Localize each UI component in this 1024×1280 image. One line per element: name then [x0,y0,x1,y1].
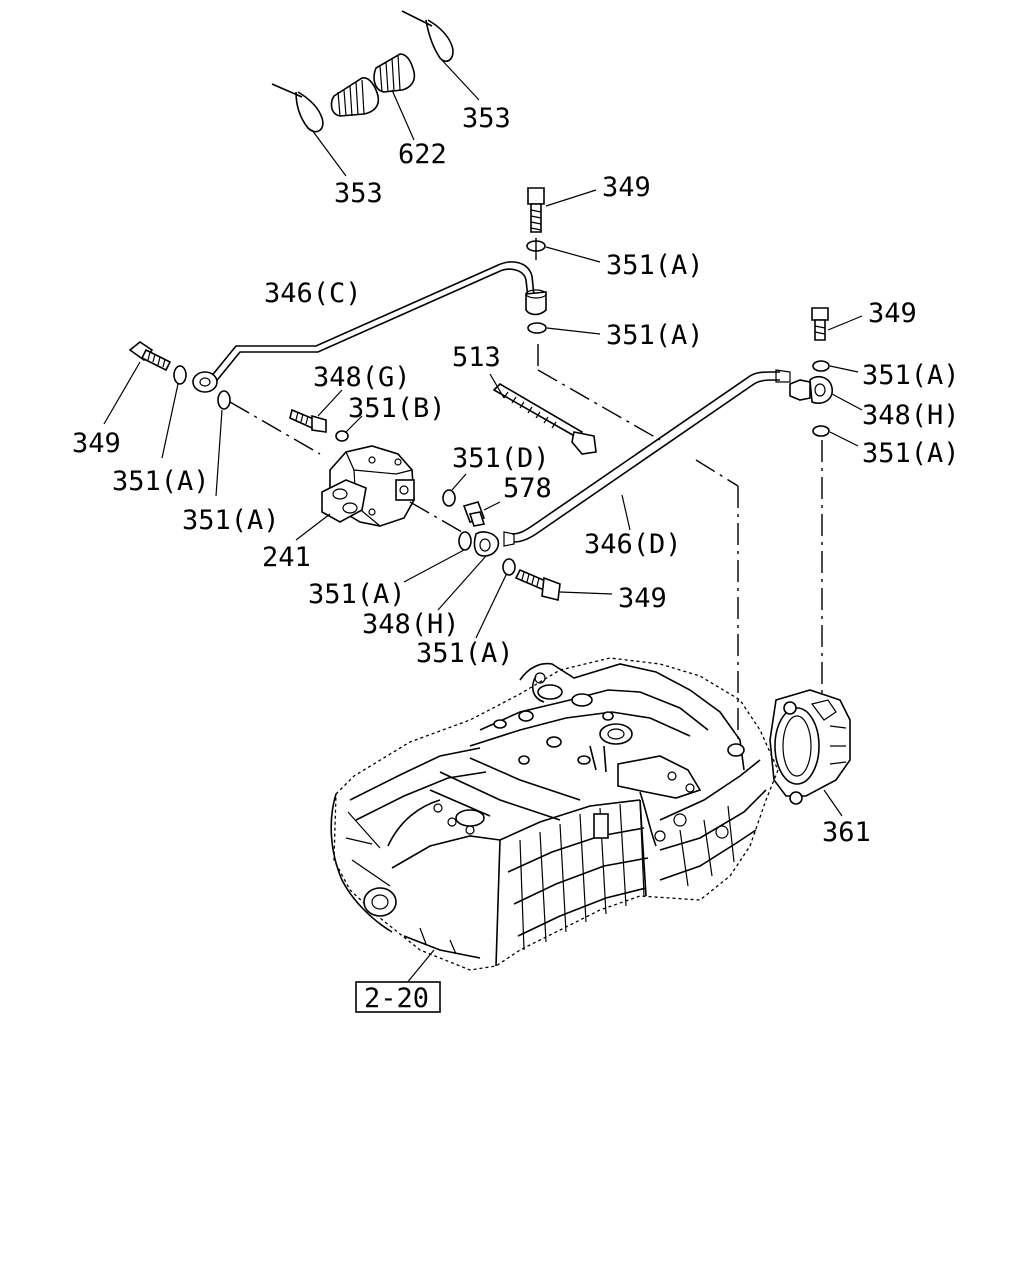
washer-351a-right2 [812,425,859,447]
callout-351a-4: 351(A) [862,438,960,469]
callout-353-top: 353 [462,103,511,134]
washer-351a-left1 [161,365,187,459]
callout-348h-right: 348(H) [862,400,960,431]
reference-box[interactable]: 2-20 [355,981,441,1014]
reference-box-label: 2-20 [364,983,429,1014]
callout-346c: 346(C) [264,278,362,309]
callout-351a-3: 351(A) [862,360,960,391]
callout-351a-2: 351(A) [606,320,704,351]
flange-361 [769,689,851,817]
washer-351a-left2 [215,390,231,497]
callout-353-left: 353 [334,178,383,209]
pipe-346c [192,261,547,393]
callout-241: 241 [262,542,311,573]
washer-351a-lower1 [403,531,472,583]
callout-349-bottom: 349 [618,583,667,614]
callout-351a-6: 351(A) [308,579,406,610]
callout-351d: 351(D) [452,443,550,474]
callout-349-top: 349 [602,172,651,203]
callout-351a-7: 351(A) [416,638,514,669]
callout-622: 622 [398,139,447,170]
clamp-353-right [401,10,480,101]
transmission-case [330,657,779,985]
bolt-578 [462,501,501,527]
washer-351a-top2 [527,322,601,335]
bolt-349-right [811,307,863,341]
callout-351a-5: 351(A) [182,505,280,536]
callout-351a-left: 351(A) [112,466,210,497]
washer-351a-lower2 [475,558,516,639]
callout-351b: 351(B) [348,393,446,424]
banjo-348h-lower [437,531,500,611]
callout-351a-1: 351(A) [606,250,704,281]
clamp-353-left [271,83,347,177]
banjo-348h-right [789,375,863,411]
bolt-348g [289,389,343,433]
bolt-349-top [527,187,597,233]
bolt-349-lower [514,568,613,601]
sleeve-622 [330,53,416,141]
callout-361: 361 [822,817,871,848]
washer-351b [335,415,363,442]
bolt-349-left [103,341,172,425]
washer-351a-right1 [812,360,859,373]
callout-348h-lower: 348(H) [362,609,460,640]
tie-band-513 [489,373,597,455]
callout-349-left: 349 [72,428,121,459]
washer-351a-top1 [526,240,601,263]
callout-513: 513 [452,342,501,373]
pipe-346d [503,369,791,547]
callout-349-right: 349 [868,298,917,329]
callout-348g: 348(G) [313,362,411,393]
callout-346d: 346(D) [584,529,682,560]
washer-351d [442,473,467,507]
callout-578: 578 [503,473,552,504]
valve-241 [295,445,463,541]
